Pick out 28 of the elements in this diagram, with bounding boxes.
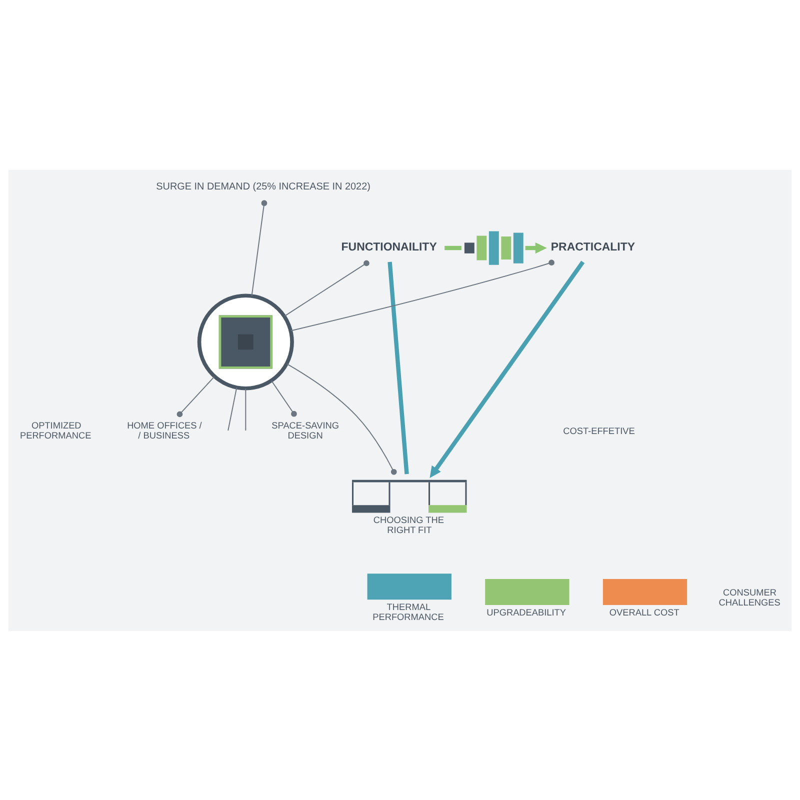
- connector: [228, 386, 238, 430]
- connector: [251, 200, 268, 296]
- connector: [176, 376, 215, 417]
- connector: [286, 362, 397, 474]
- node-text: HOME OFFICES / / BUSINESS: [127, 420, 202, 440]
- arrow: [430, 260, 585, 478]
- node-text: FUNCTIONAILITY: [341, 240, 437, 253]
- connector: [444, 245, 462, 250]
- node-label: UPGRADEABILITY: [486, 606, 566, 617]
- connector: [290, 259, 554, 331]
- node-text: SPACE-SAVING DESIGN: [272, 420, 340, 440]
- node-box: [367, 573, 452, 600]
- node-text: PRACTICALITY: [550, 240, 636, 253]
- node-text: COST-EFFETIVE: [563, 426, 635, 436]
- connector: [271, 380, 297, 416]
- connector: [245, 388, 246, 430]
- node-label: OVERALL COST: [609, 606, 680, 617]
- node-box: [602, 578, 688, 604]
- node-label: THERMAL PERFORMANCE: [372, 602, 444, 622]
- node-label: CHOOSING THE RIGHT FIT: [373, 514, 444, 535]
- connector: [388, 261, 409, 474]
- arrow: [525, 242, 547, 254]
- node-text: OPTIMIZED PERFORMANCE: [20, 420, 92, 440]
- label: CONSUMER CHALLENGES: [718, 587, 780, 607]
- connector: [284, 260, 370, 316]
- node-text: SURGE IN DEMAND (25% INCREASE IN 2022): [156, 180, 370, 192]
- node-box: [485, 578, 570, 604]
- node-circle: [197, 293, 294, 390]
